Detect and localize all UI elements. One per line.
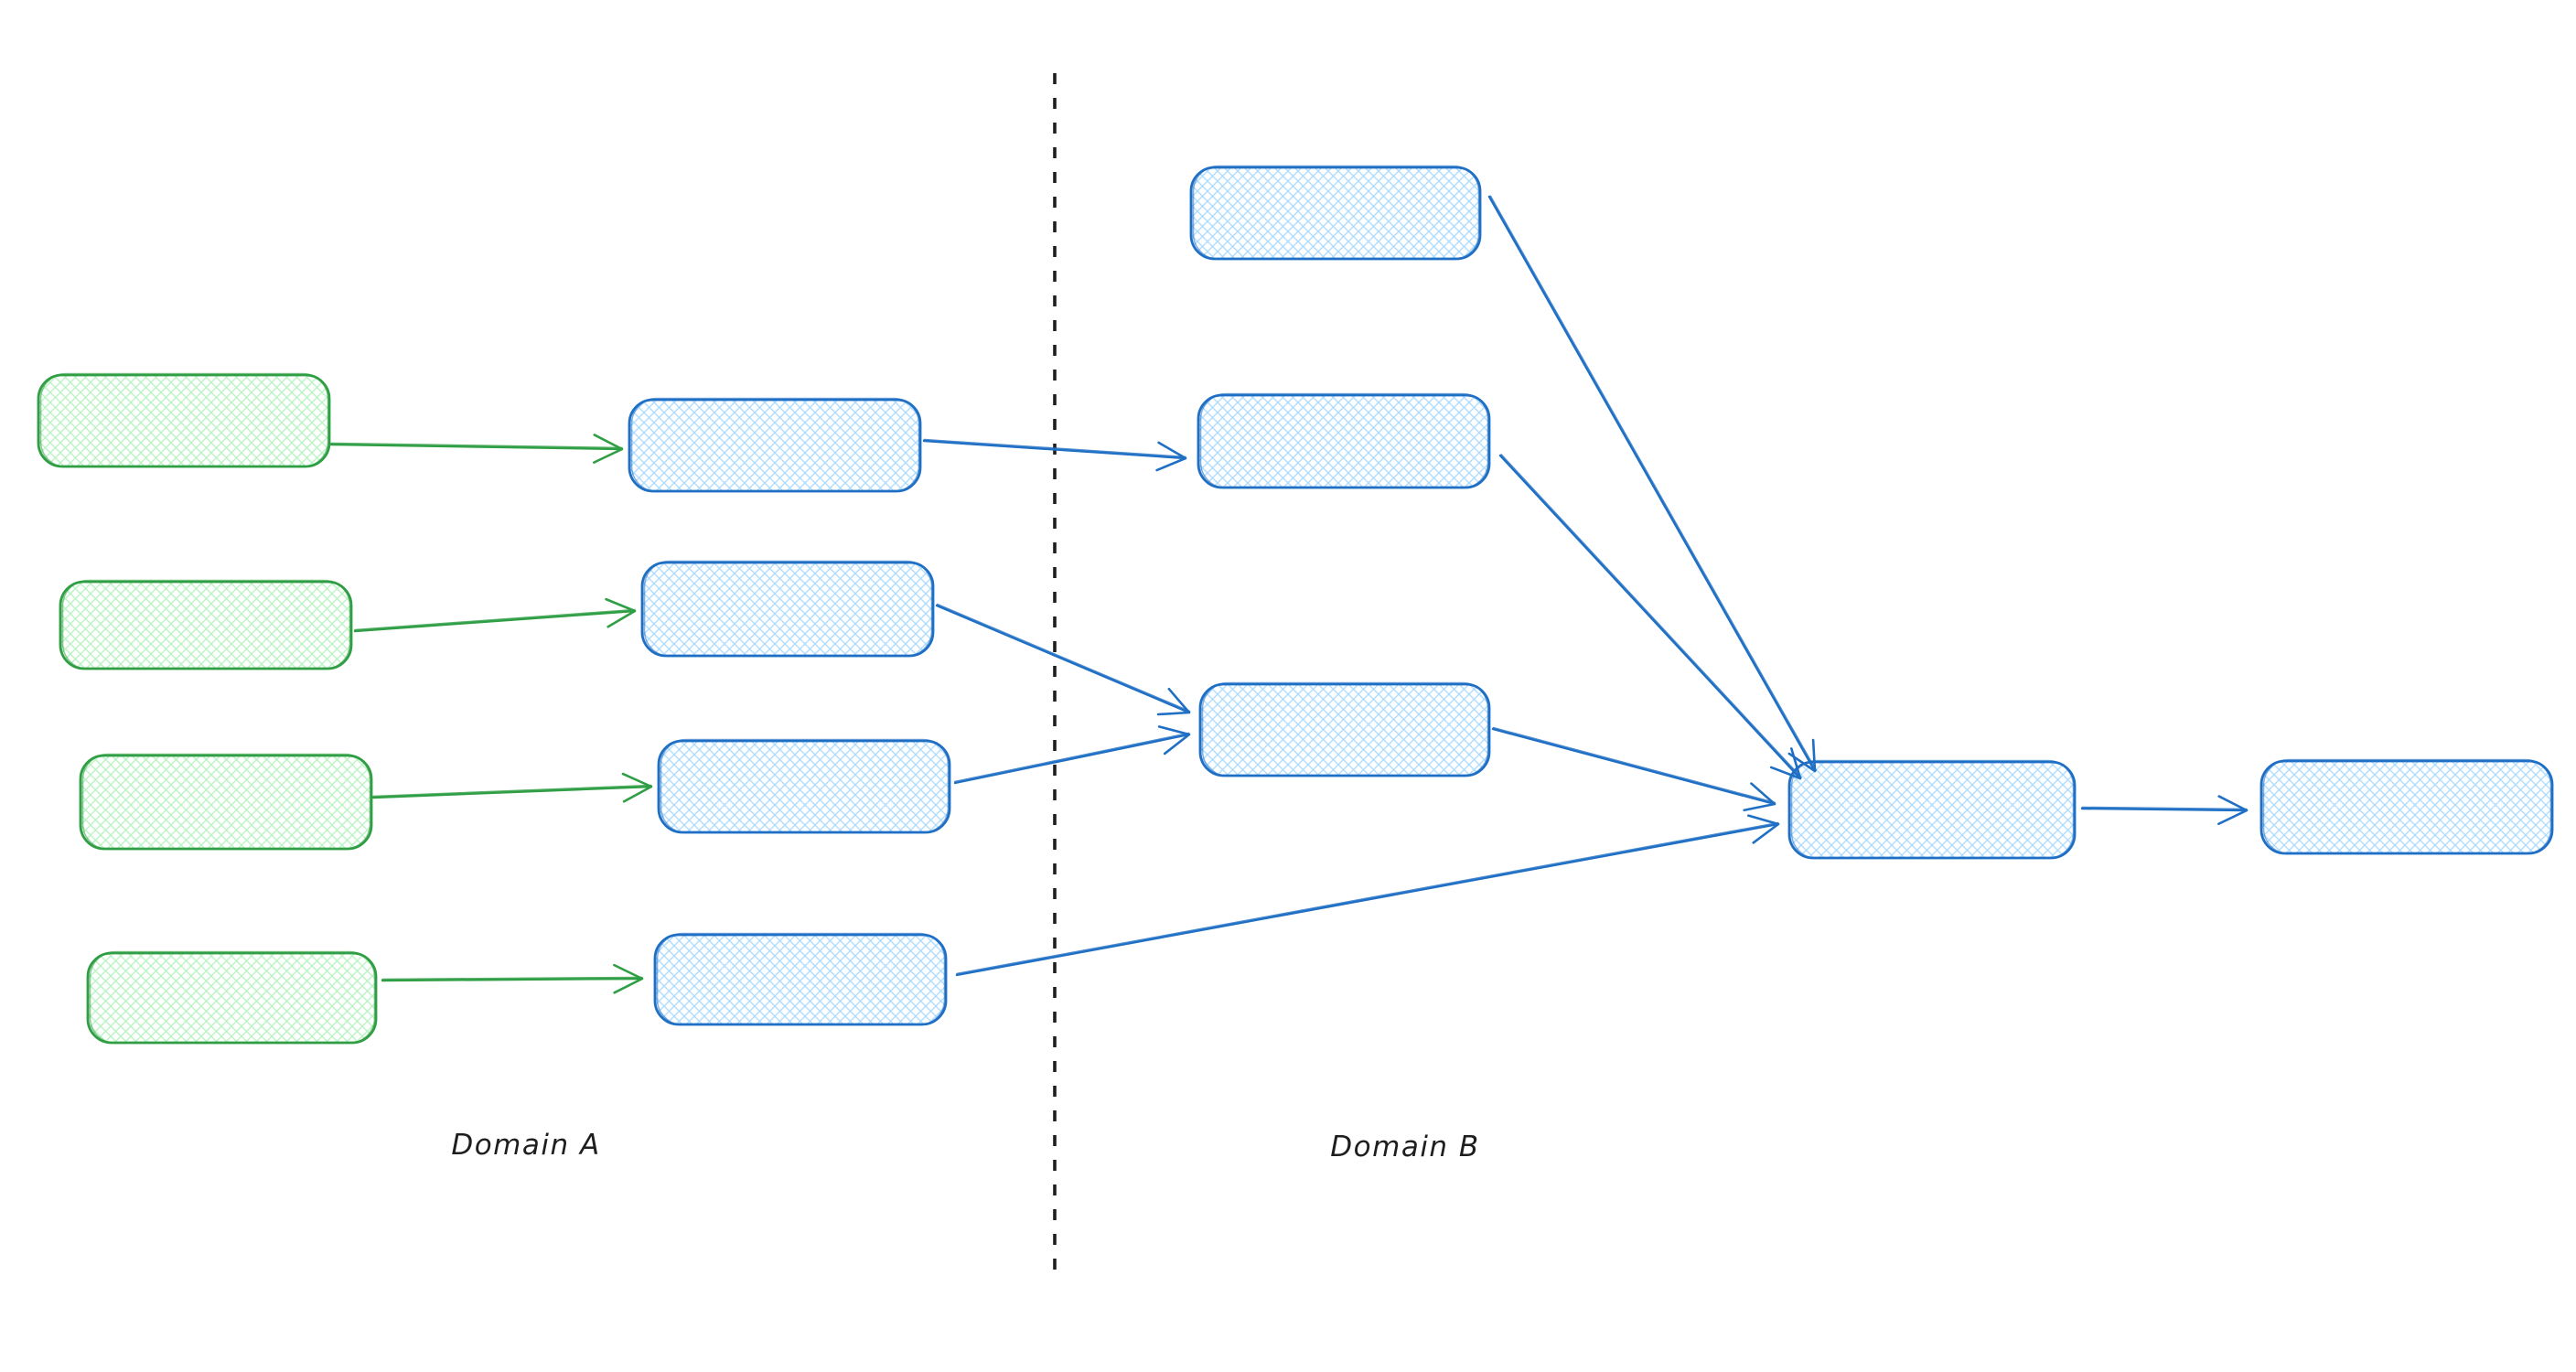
arrow-green-4-to-blue-a4 xyxy=(381,963,644,994)
arrow-blue-a2-to-blue-b3 xyxy=(935,603,1191,716)
node-green-1 xyxy=(37,372,331,468)
arrow-green-1-to-blue-a1 xyxy=(329,434,624,464)
arrow-blue-b1-to-merge xyxy=(1487,195,1818,773)
arrow-blue-b3-to-merge xyxy=(1491,726,1776,812)
node-output xyxy=(2259,758,2554,855)
arrow-blue-a3-to-blue-b3 xyxy=(953,725,1191,785)
node-blue-a1 xyxy=(628,397,922,493)
node-green-2 xyxy=(59,579,353,670)
arrow-blue-b2-to-merge xyxy=(1498,454,1802,780)
node-merge xyxy=(1787,759,2077,860)
node-blue-a2 xyxy=(640,560,935,658)
node-blue-a4 xyxy=(653,932,948,1026)
arrow-blue-a1-to-blue-b2 xyxy=(922,438,1187,472)
node-blue-b2 xyxy=(1197,392,1491,489)
node-blue-a3 xyxy=(657,738,951,834)
arrow-blue-a4-to-merge xyxy=(955,814,1780,977)
node-green-3 xyxy=(79,753,373,851)
node-blue-b3 xyxy=(1198,681,1491,777)
arrow-green-2-to-blue-a2 xyxy=(353,597,637,633)
node-blue-b1 xyxy=(1189,165,1482,261)
arrow-merge-to-output xyxy=(2080,795,2249,826)
domain-a-label: Domain A xyxy=(451,1129,601,1162)
arrow-green-3-to-blue-a3 xyxy=(371,772,653,803)
domain-b-label: Domain B xyxy=(1330,1131,1480,1163)
node-green-4 xyxy=(86,950,378,1045)
